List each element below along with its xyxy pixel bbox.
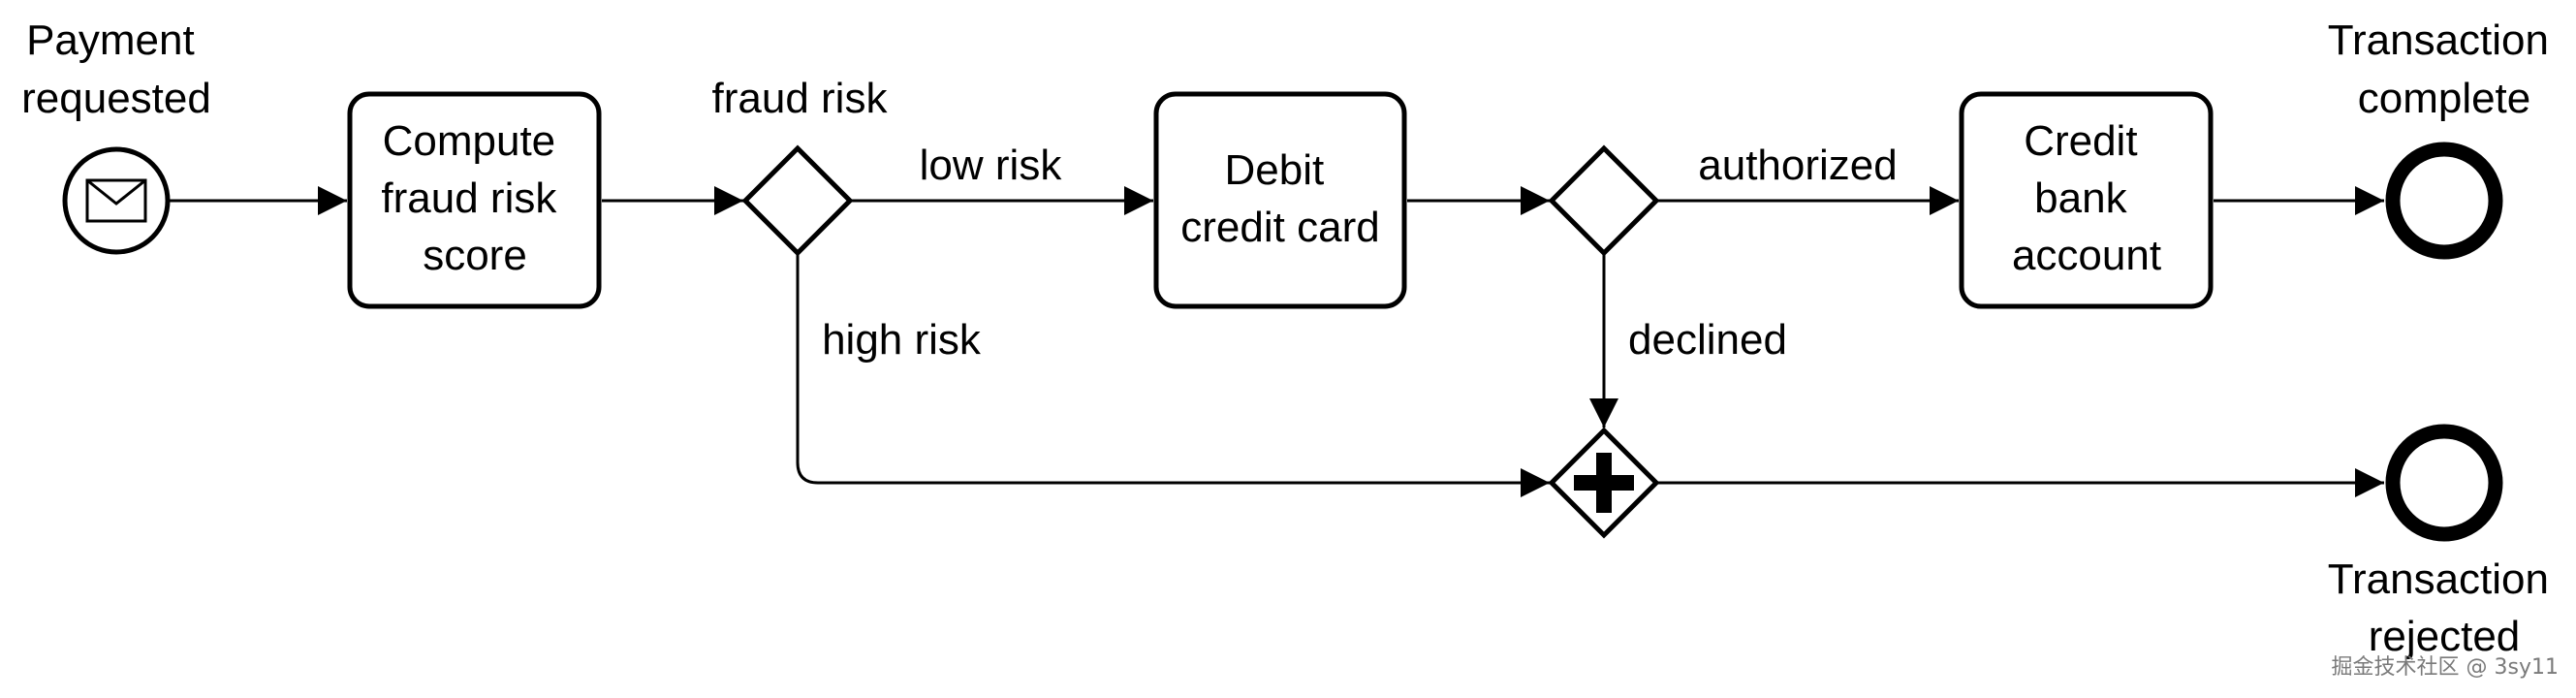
gateway-authorization[interactable] <box>1548 144 1660 257</box>
task-debit-label: Debit credit card <box>1180 146 1379 251</box>
task-compute-fraud-risk-score[interactable]: Compute fraud risk score <box>347 91 602 309</box>
end-event-rejected[interactable] <box>2385 424 2503 542</box>
task-compute-label: Compute fraud risk score <box>381 117 568 279</box>
task-credit-label: Credit bank account <box>2012 117 2161 279</box>
flow-label-authorized: authorized <box>1698 142 1897 189</box>
flow-label-declined: declined <box>1628 316 1787 364</box>
plus-icon <box>1574 453 1634 513</box>
flow-label-high-risk: high risk <box>822 316 982 364</box>
gateway-fraud-risk-label: fraud risk <box>712 75 889 122</box>
flow-high-risk[interactable] <box>796 253 1550 497</box>
gateway-parallel-join[interactable] <box>1548 427 1660 539</box>
end-event-complete[interactable] <box>2385 142 2503 260</box>
task-debit-credit-card[interactable]: Debit credit card <box>1153 91 1407 309</box>
sequence-flows <box>170 186 2384 497</box>
task-credit-bank-account[interactable]: Credit bank account <box>1959 91 2214 309</box>
envelope-icon <box>85 178 147 223</box>
watermark-text: 掘金技术社区 @ 3sy11 <box>2332 655 2559 680</box>
end-event-rejected-label: Transaction rejected <box>2328 555 2560 660</box>
flow-label-low-risk: low risk <box>920 142 1063 189</box>
start-event-label: Payment requested <box>21 16 211 122</box>
end-event-complete-label: Transaction complete <box>2328 16 2560 122</box>
gateway-fraud-risk[interactable] <box>741 144 854 257</box>
start-event[interactable] <box>62 146 171 255</box>
